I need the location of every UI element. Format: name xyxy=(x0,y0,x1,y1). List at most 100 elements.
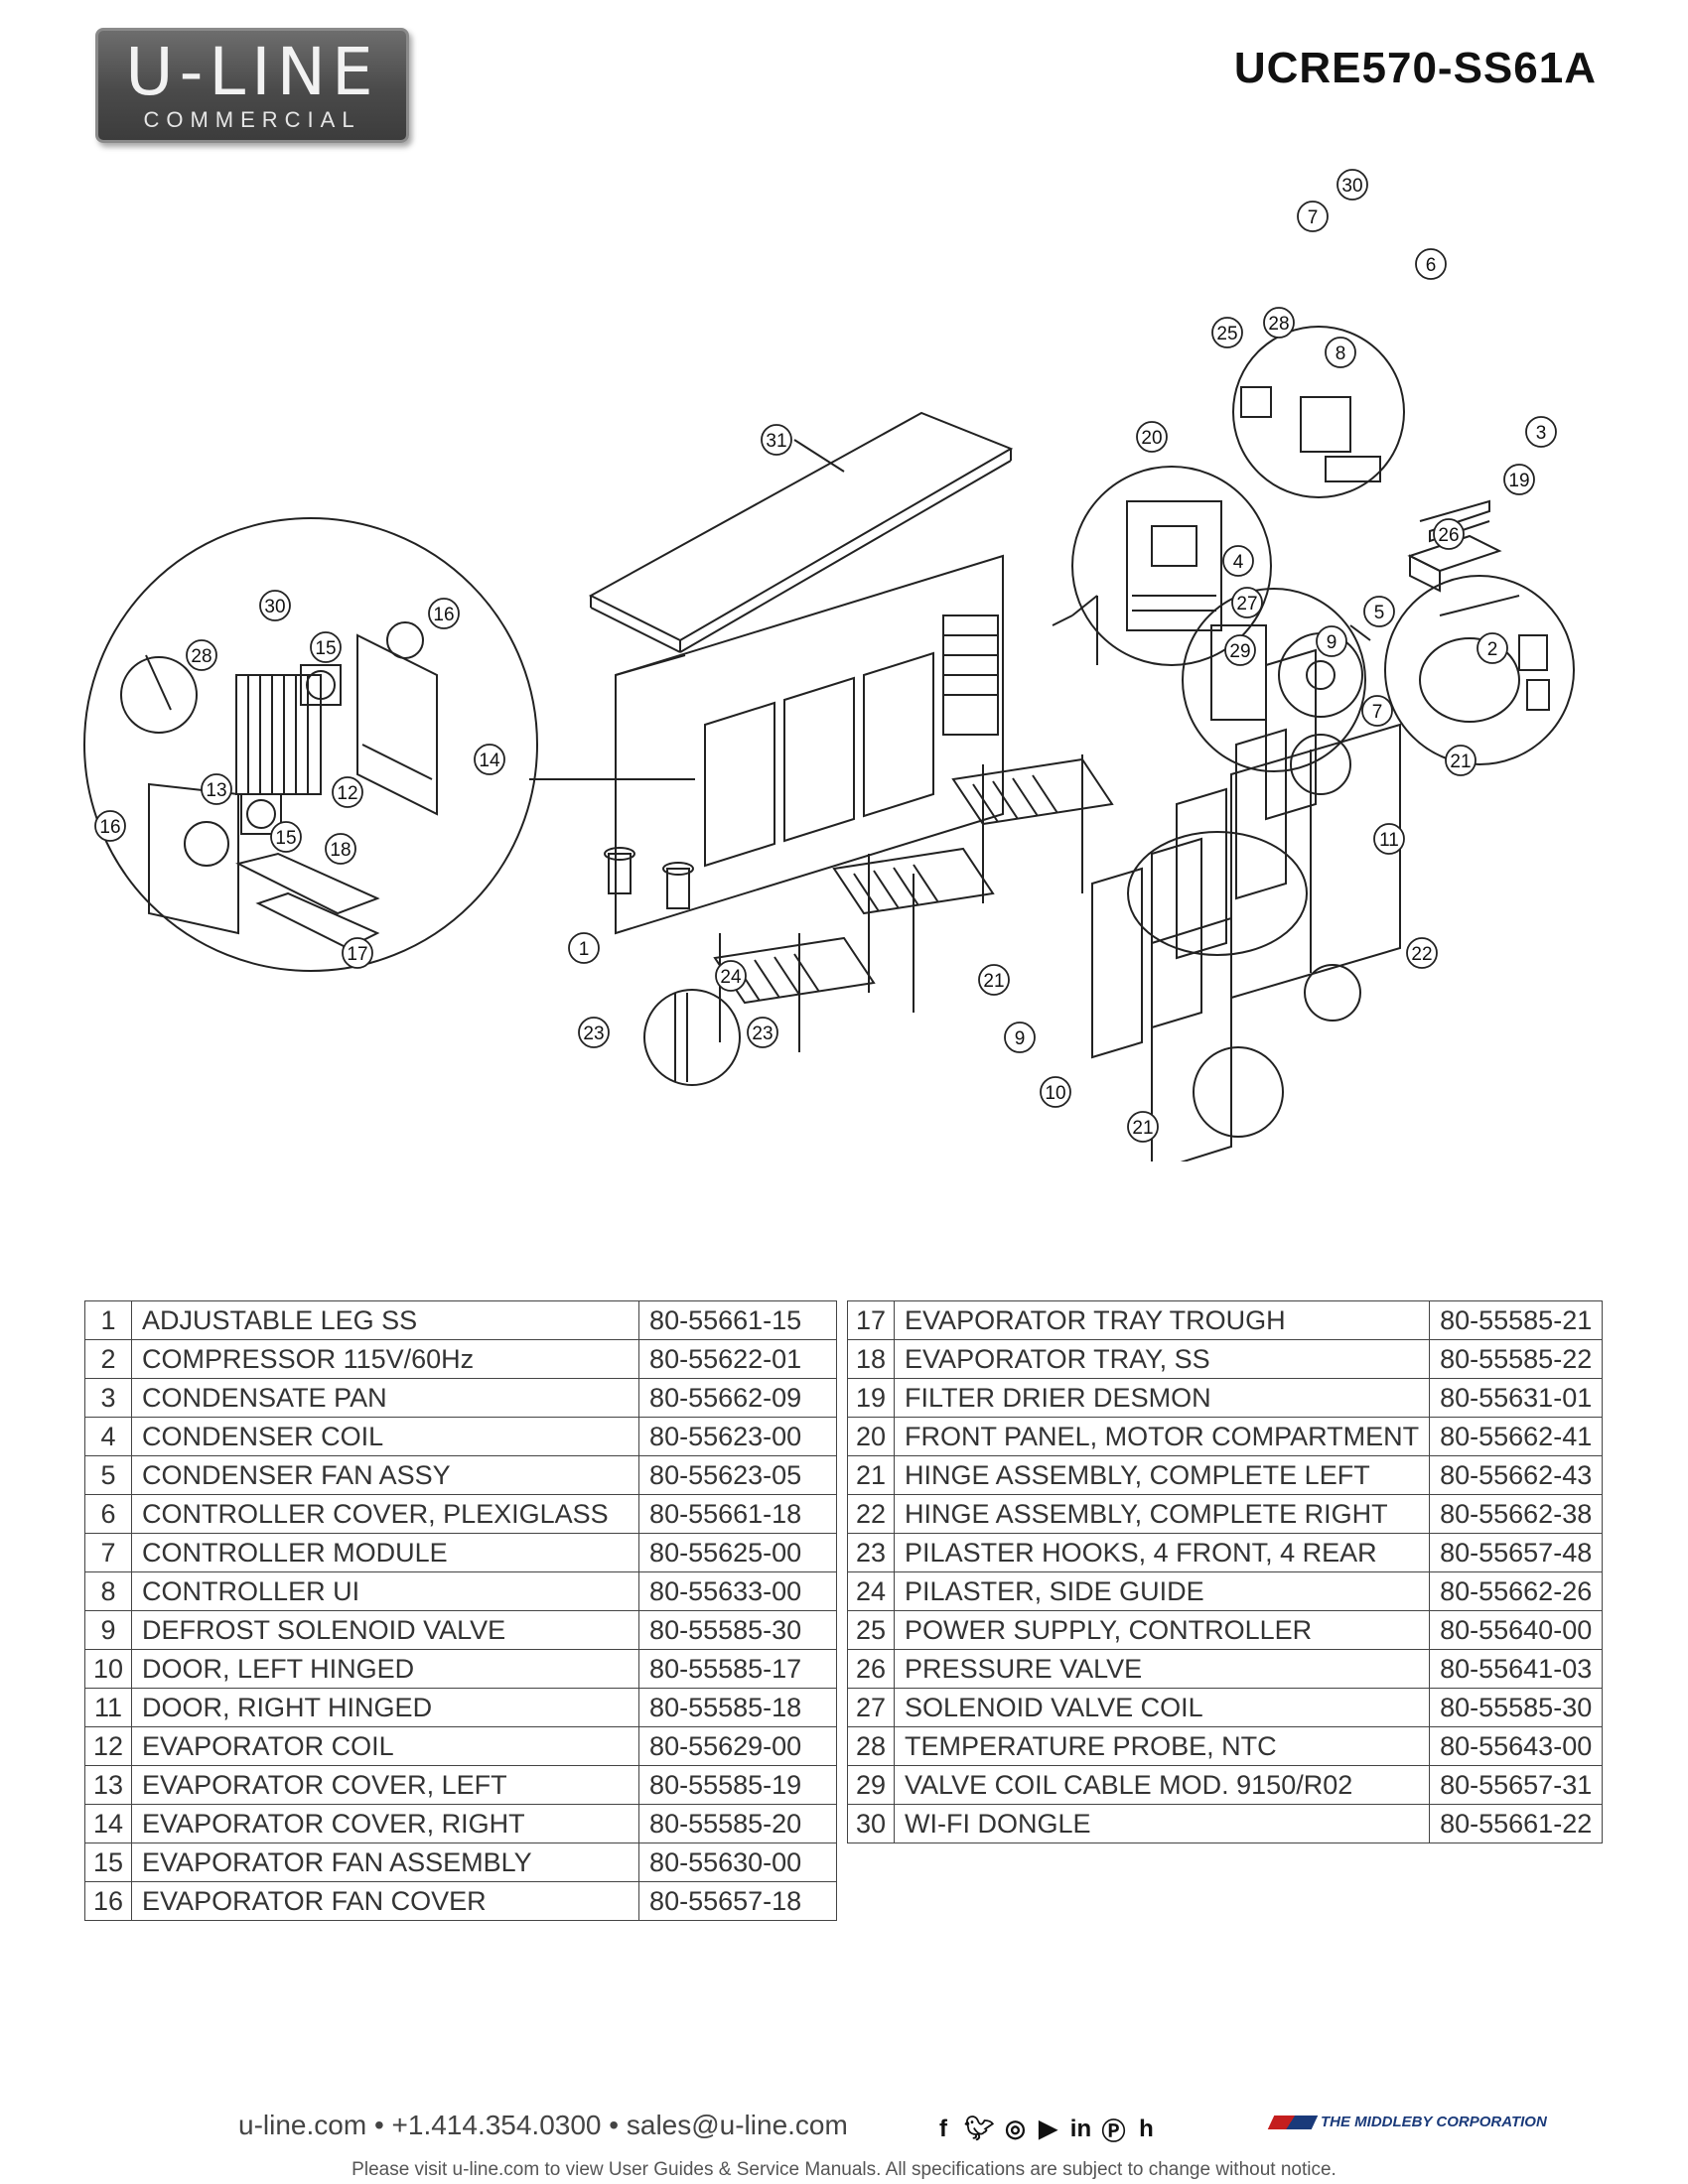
part-description: EVAPORATOR COIL xyxy=(131,1726,640,1766)
contact-info: u-line.com • +1.414.354.0300 • sales@u-l… xyxy=(238,2110,848,2140)
part-number-index: 18 xyxy=(846,1339,896,1379)
svg-text:31: 31 xyxy=(766,431,786,452)
svg-text:4: 4 xyxy=(1233,552,1244,573)
callout-23-left: 23 xyxy=(578,1017,610,1048)
part-number: 80-55622-01 xyxy=(638,1339,837,1379)
part-number: 80-55662-43 xyxy=(1429,1455,1604,1495)
part-number-index: 28 xyxy=(846,1726,896,1766)
part-description: TEMPERATURE PROBE, NTC xyxy=(894,1726,1431,1766)
twitter-icon[interactable]: 🐦︎ xyxy=(964,2116,995,2142)
part-number-index: 8 xyxy=(83,1571,133,1611)
part-number: 80-55585-22 xyxy=(1429,1339,1604,1379)
callout-17: 17 xyxy=(342,937,373,969)
part-description: PILASTER, SIDE GUIDE xyxy=(894,1571,1431,1611)
svg-text:11: 11 xyxy=(1379,830,1399,851)
part-description: FILTER DRIER DESMON xyxy=(894,1378,1431,1418)
part-description: HINGE ASSEMBLY, COMPLETE LEFT xyxy=(894,1455,1431,1495)
callout-14: 14 xyxy=(474,744,505,775)
condenser-detail-circle xyxy=(1182,588,1366,772)
pinterest-icon[interactable]: Ⓟ xyxy=(1101,2118,1126,2145)
part-number: 80-55630-00 xyxy=(638,1843,837,1882)
svg-text:16: 16 xyxy=(99,817,120,838)
part-number-index: 2 xyxy=(83,1339,133,1379)
part-number-index: 6 xyxy=(83,1494,133,1534)
part-number: 80-55657-31 xyxy=(1429,1765,1604,1805)
svg-text:13: 13 xyxy=(206,780,226,801)
part-description: EVAPORATOR TRAY TROUGH xyxy=(894,1300,1431,1340)
youtube-icon[interactable]: ▶ xyxy=(1039,2116,1057,2142)
svg-text:3: 3 xyxy=(1536,423,1547,444)
callout-2: 2 xyxy=(1477,632,1508,664)
part-number-index: 27 xyxy=(846,1688,896,1727)
part-number: 80-55585-21 xyxy=(1429,1300,1604,1340)
houzz-icon[interactable]: h xyxy=(1139,2115,1154,2142)
part-number: 80-55662-38 xyxy=(1429,1494,1604,1534)
part-description: CONDENSATE PAN xyxy=(131,1378,640,1418)
wire-shelf-2 xyxy=(832,847,995,915)
callout-12: 12 xyxy=(332,776,363,808)
callout-16: 16 xyxy=(94,810,126,842)
svg-text:29: 29 xyxy=(1229,641,1250,662)
callout-5: 5 xyxy=(1363,596,1395,627)
callout-28: 28 xyxy=(186,639,217,671)
part-number: 80-55661-15 xyxy=(638,1300,837,1340)
part-description: VALVE COIL CABLE MOD. 9150/R02 xyxy=(894,1765,1431,1805)
part-number: 80-55641-03 xyxy=(1429,1649,1604,1689)
svg-text:27: 27 xyxy=(1236,594,1257,614)
part-number-index: 29 xyxy=(846,1765,896,1805)
part-description: EVAPORATOR FAN ASSEMBLY xyxy=(131,1843,640,1882)
part-number-index: 12 xyxy=(83,1726,133,1766)
part-number: 80-55657-18 xyxy=(638,1881,837,1921)
callout-7-top: 7 xyxy=(1297,201,1329,232)
svg-text:22: 22 xyxy=(1411,944,1432,965)
front-panel-detail-circle xyxy=(1071,466,1272,666)
svg-text:17: 17 xyxy=(347,944,367,965)
part-description: CONDENSER COIL xyxy=(131,1417,640,1456)
callout-8: 8 xyxy=(1325,337,1356,368)
part-description: CONTROLLER COVER, PLEXIGLASS xyxy=(131,1494,640,1534)
part-number-index: 22 xyxy=(846,1494,896,1534)
part-number: 80-55629-00 xyxy=(638,1726,837,1766)
part-number: 80-55623-05 xyxy=(638,1455,837,1495)
linkedin-icon[interactable]: in xyxy=(1069,2115,1092,2142)
cabinet-drawing xyxy=(615,554,1004,935)
part-number-index: 30 xyxy=(846,1804,896,1843)
part-description: SOLENOID VALVE COIL xyxy=(894,1688,1431,1727)
part-description: POWER SUPPLY, CONTROLLER xyxy=(894,1610,1431,1650)
facebook-icon[interactable]: f xyxy=(939,2115,947,2142)
part-number-index: 5 xyxy=(83,1455,133,1495)
part-number: 80-55662-26 xyxy=(1429,1571,1604,1611)
callout-6: 6 xyxy=(1415,248,1447,280)
part-description: CONTROLLER MODULE xyxy=(131,1533,640,1572)
part-number: 80-55662-09 xyxy=(638,1378,837,1418)
svg-text:14: 14 xyxy=(479,751,500,771)
callout-26: 26 xyxy=(1433,518,1465,550)
part-number: 80-55643-00 xyxy=(1429,1726,1604,1766)
door-left-drawing xyxy=(1091,867,1143,1059)
middleby-mark-icon xyxy=(1267,2115,1319,2129)
svg-text:2: 2 xyxy=(1487,639,1498,660)
part-number-index: 3 xyxy=(83,1378,133,1418)
svg-text:7: 7 xyxy=(1308,207,1319,228)
part-number-index: 25 xyxy=(846,1610,896,1650)
callout-15-top: 15 xyxy=(310,631,342,663)
svg-text:18: 18 xyxy=(330,840,351,861)
callout-10: 10 xyxy=(1040,1076,1071,1108)
instagram-icon[interactable]: ◎ xyxy=(1004,2116,1026,2142)
